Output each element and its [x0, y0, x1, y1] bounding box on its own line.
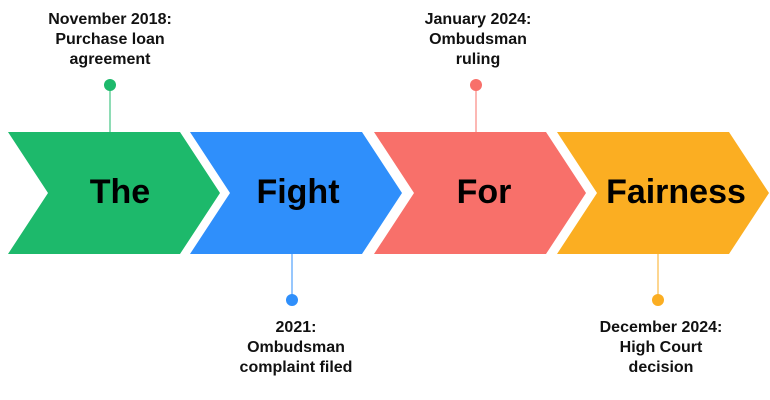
segment-word-the: The	[89, 173, 151, 211]
milestone-dot-2021	[286, 294, 298, 306]
segment-word-fairness: Fairness	[606, 173, 746, 211]
arrow-band	[8, 132, 769, 254]
milestone-label-line: Ombudsman	[429, 31, 527, 48]
segment-word-fight: Fight	[256, 173, 340, 211]
milestone-label-jan-2024: January 2024: Ombudsman ruling	[378, 10, 578, 70]
milestone-label-nov-2018: November 2018: Purchase loan agreement	[10, 10, 210, 70]
milestone-dots	[104, 79, 664, 306]
chevron-segment-for	[374, 132, 586, 254]
chevron-segment-fairness	[557, 132, 769, 254]
milestone-dot-nov-2018	[104, 79, 116, 91]
milestone-label-line: agreement	[69, 51, 151, 68]
milestone-label-line: 2021:	[275, 319, 317, 336]
milestone-dot-jan-2024	[470, 79, 482, 91]
milestone-dot-dec-2024	[652, 294, 664, 306]
milestone-label-line: Ombudsman	[247, 339, 345, 356]
milestone-label-line: January 2024:	[424, 11, 532, 28]
milestone-label-line: High Court	[619, 339, 703, 356]
milestone-label-line: December 2024:	[599, 319, 723, 336]
chevron-segment-fight	[190, 132, 402, 254]
milestone-label-line: decision	[628, 359, 694, 376]
chevron-segment-the	[8, 132, 220, 254]
milestone-label-line: November 2018:	[48, 11, 172, 28]
connector-lines	[109, 85, 659, 300]
segment-word-for: For	[456, 173, 512, 211]
milestone-label-dec-2024: December 2024: High Court decision	[561, 318, 761, 378]
milestone-label-2021: 2021: Ombudsman complaint filed	[196, 318, 396, 378]
milestone-label-line: Purchase loan	[55, 31, 165, 48]
milestone-label-line: complaint filed	[239, 359, 353, 376]
milestone-label-line: ruling	[455, 51, 501, 68]
